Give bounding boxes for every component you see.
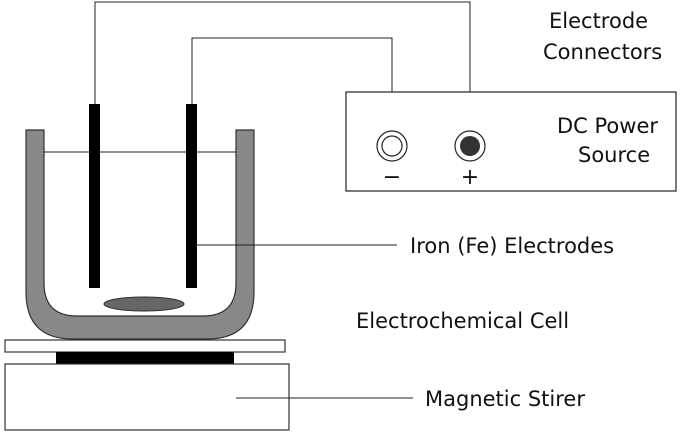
electrode-connectors-label-line2: Connectors: [543, 40, 662, 64]
stirrer-base: [4, 363, 290, 431]
electrochemical-cell: [25, 129, 255, 340]
connector-wires: [94, 1, 471, 136]
positive-terminal: [454, 130, 486, 162]
iron-electrodes: [89, 104, 197, 288]
positive-terminal-core: [460, 136, 480, 156]
positive-terminal-label: +: [461, 165, 479, 190]
negative-terminal: [376, 130, 408, 162]
power-source-label-line2: Source: [578, 143, 650, 167]
magnetic-stirrer: [4, 339, 290, 431]
electrode-connectors-label-line1: Electrode: [549, 9, 648, 33]
right-electrode: [186, 104, 197, 288]
cell-label: Electrochemical Cell: [356, 309, 569, 333]
inner-wire: [191, 37, 393, 136]
electrodes-label: Iron (Fe) Electrodes: [410, 234, 614, 258]
stirrer-heating-pad: [56, 352, 234, 364]
power-source-label-line1: DC Power: [557, 114, 658, 138]
negative-terminal-label: −: [383, 165, 401, 190]
stirrer-label: Magnetic Stirer: [425, 387, 585, 411]
beaker-wall: [25, 129, 255, 340]
dc-power-source: − + DC Power Source: [345, 91, 677, 192]
stirrer-top-plate: [4, 339, 286, 353]
stir-bar: [103, 296, 185, 312]
left-electrode: [89, 104, 100, 288]
outer-wire: [94, 1, 471, 136]
